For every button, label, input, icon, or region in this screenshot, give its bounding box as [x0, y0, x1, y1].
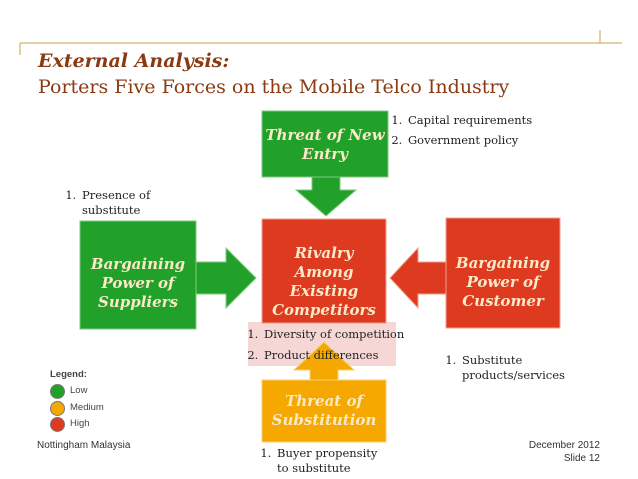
note-item: Government policy — [406, 133, 563, 148]
note-item: Presence of substitute — [80, 188, 172, 218]
suppliers-arrow — [195, 246, 257, 310]
customer-notes: Substitute products/services — [442, 353, 572, 383]
rivalry-label: Rivalry Among Existing Competitors — [272, 244, 376, 319]
note-item: Substitute products/services — [460, 353, 572, 383]
suppliers-notes: Presence of substitute — [62, 188, 172, 218]
footer-organization: Nottingham Malaysia — [37, 440, 131, 451]
substitution-label: Threat of Substitution — [271, 392, 377, 429]
legend-low-label: Low — [70, 385, 88, 396]
note-item: Capital requirements — [406, 113, 563, 128]
customer-arrow — [389, 246, 447, 310]
slide-subtitle: Porters Five Forces on the Mobile Telco … — [38, 76, 510, 98]
suppliers-label: Bargaining Power of Suppliers — [90, 255, 186, 311]
substitution-box — [261, 379, 387, 443]
footer-slide-number: Slide 12 — [563, 453, 600, 464]
legend-medium-swatch — [50, 401, 65, 416]
slide-title: External Analysis: — [38, 50, 230, 72]
suppliers-box — [79, 220, 197, 330]
legend-high-label: High — [70, 418, 90, 429]
new-entry-label: Threat of New Entry — [265, 126, 385, 163]
customer-box — [445, 217, 561, 329]
legend-medium-label: Medium — [70, 402, 104, 413]
substitution-notes: Buyer propensity to substitute — [257, 446, 392, 476]
customer-label: Bargaining Power of Customer — [455, 254, 551, 310]
substitution-arrow — [292, 341, 356, 381]
note-item: Product differences — [262, 348, 414, 363]
new-entry-arrow — [294, 176, 358, 217]
rivalry-box — [261, 218, 387, 324]
note-item: Buyer propensity to substitute — [275, 446, 392, 476]
rivalry-notes: Diversity of competition Product differe… — [244, 327, 414, 363]
new-entry-notes: Capital requirements Government policy — [388, 113, 563, 148]
footer-date: December 2012 — [528, 440, 600, 451]
legend-low-swatch — [50, 384, 65, 399]
note-item: Diversity of competition — [262, 327, 414, 342]
legend-title: Legend: — [50, 369, 87, 380]
legend-high-swatch — [50, 417, 65, 432]
legend: Low Medium High — [50, 384, 170, 434]
